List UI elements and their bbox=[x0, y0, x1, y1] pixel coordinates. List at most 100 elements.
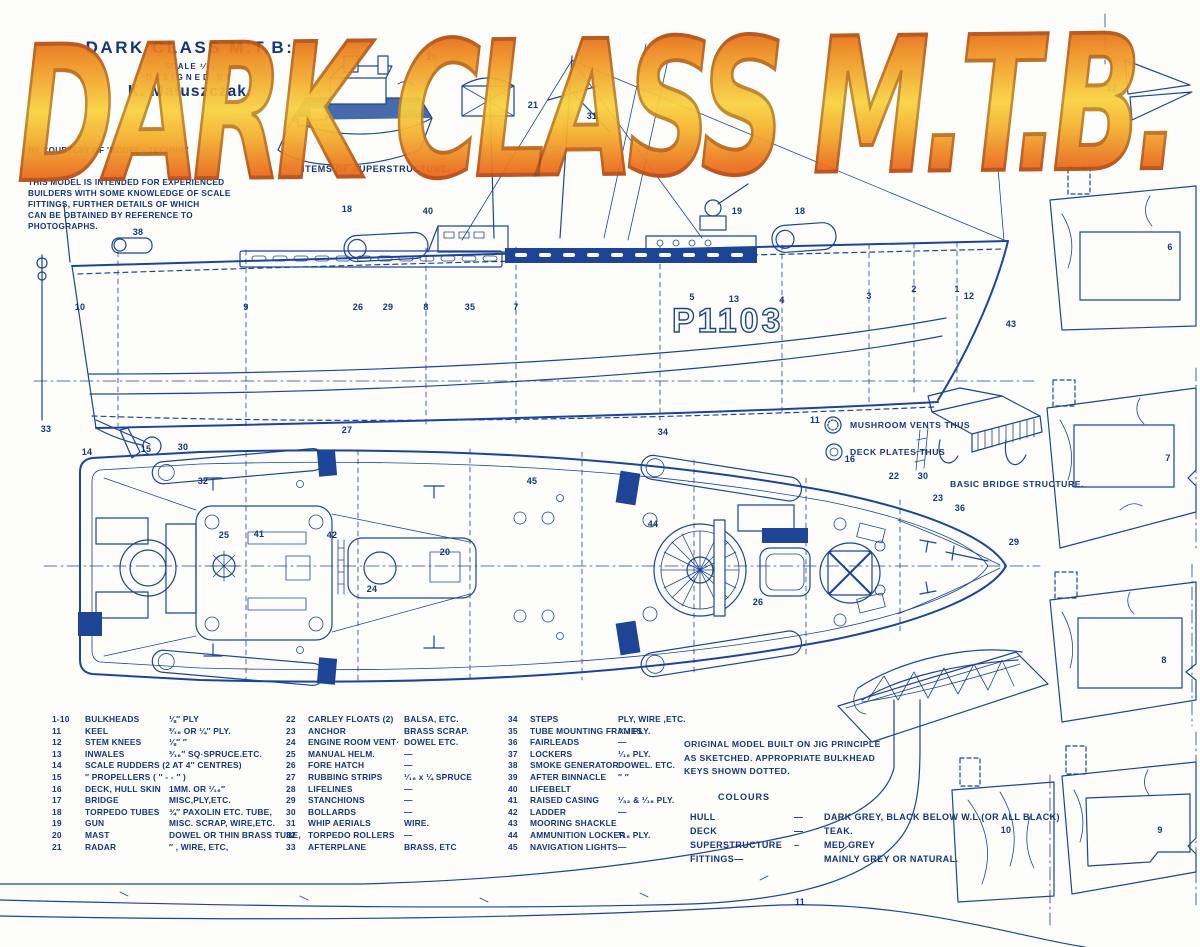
part-name: RAISED CASING bbox=[530, 795, 600, 806]
parts-row: 20 MAST DOWEL OR THIN BRASS TUBE, bbox=[52, 830, 301, 842]
parts-list-col1: 1-10 BULKHEADS ⅛″ PLY 11 KEEL ³⁄₁₆ OR ¼″… bbox=[52, 714, 301, 853]
parts-row: 36 FAIRLEADS — bbox=[508, 737, 698, 749]
parts-row: 33 AFTERPLANE BRASS, ETC bbox=[286, 842, 504, 854]
part-number: 24 bbox=[286, 737, 296, 748]
part-material: ¹⁄₁₆ PLY. bbox=[618, 748, 651, 759]
part-number: 18 bbox=[52, 806, 62, 817]
part-material: MISC,PLY,ETC. bbox=[169, 795, 231, 806]
part-number: 12 bbox=[52, 737, 62, 748]
deck-plates-label: DECK PLATES THUS bbox=[850, 447, 946, 457]
part-material bbox=[169, 760, 287, 772]
part-name: RUBBING STRIPS bbox=[308, 771, 383, 782]
colours-heading: COLOURS bbox=[718, 792, 770, 802]
part-number: 15 bbox=[52, 771, 62, 782]
part-name: BOLLARDS bbox=[308, 806, 357, 817]
parts-row: 24 ENGINE ROOM VENT· DOWEL ETC. bbox=[286, 737, 504, 749]
part-name: DECK, HULL SKIN bbox=[85, 783, 161, 794]
parts-row: 37 LOCKERS ¹⁄₁₆ PLY. bbox=[508, 749, 698, 761]
part-number: 30 bbox=[286, 806, 296, 817]
text-line: PHOTOGRAPHS. bbox=[28, 222, 98, 231]
part-name: ″ PROPELLERS ( ″ - - ″ ) bbox=[85, 771, 187, 782]
parts-list-col2: 22 CARLEY FLOATS (2) BALSA, ETC. 23 ANCH… bbox=[286, 714, 504, 853]
colour-value: MAINLY GREY OR NATURAL. bbox=[824, 854, 959, 864]
bridge-structure-sketch bbox=[914, 387, 1043, 471]
part-name: LOCKERS bbox=[530, 748, 573, 759]
part-material: — bbox=[618, 806, 627, 817]
parts-row: 34 STEPS PLY, WIRE ,ETC. bbox=[508, 714, 698, 726]
part-name: SCALE RUDDERS (2 AT 4″ CENTRES) bbox=[85, 760, 242, 771]
part-number: 42 bbox=[508, 806, 518, 817]
part-number: 38 bbox=[508, 760, 518, 771]
parts-row: 45 NAVIGATION LIGHTS — bbox=[508, 842, 698, 854]
bridge-structure-label: BASIC BRIDGE STRUCTURE. bbox=[950, 479, 1085, 489]
plan-view bbox=[43, 448, 1041, 686]
parts-row: 31 WHIP AERIALS WIRE. bbox=[286, 818, 504, 830]
keel-template bbox=[0, 699, 1086, 947]
part-number: 34 bbox=[508, 714, 518, 724]
parts-row: 13 INWALES ³⁄₁₆″ SQ·SPRUCE.ETC. bbox=[52, 749, 287, 761]
part-number: 17 bbox=[52, 795, 62, 806]
part-number: 21 bbox=[52, 841, 62, 852]
part-material: — bbox=[404, 748, 413, 759]
text-line: THIS MODEL IS INTENDED FOR EXPERIENCED bbox=[28, 178, 225, 187]
part-material: — bbox=[404, 783, 413, 794]
part-name: MANUAL HELM. bbox=[308, 748, 375, 759]
parts-row: 29 STANCHIONS — bbox=[286, 795, 504, 807]
part-material: — bbox=[404, 806, 413, 817]
part-number: 35 bbox=[508, 725, 518, 736]
colours-block: COLOURS HULL — DARK GREY, BLACK BELOW W.… bbox=[690, 792, 1060, 866]
part-material: ¹⁄₁₆ PLY. bbox=[618, 725, 651, 736]
parts-row: 44 AMMUNITION LOCKER ¹⁄₁₆ PLY. bbox=[508, 830, 698, 842]
parts-row: 23 ANCHOR BRASS SCRAP. bbox=[286, 726, 504, 738]
part-name: TORPEDO TUBES bbox=[85, 806, 160, 817]
part-name: TORPEDO ROLLERS bbox=[308, 829, 395, 840]
text-line: CAN BE OBTAINED BY REFERENCE TO bbox=[28, 211, 193, 220]
parts-list-col3: 34 STEPS PLY, WIRE ,ETC. 35 TUBE MOUNTIN… bbox=[508, 714, 698, 853]
part-name: INWALES bbox=[85, 748, 125, 759]
designed-by-label: DESIGNED BY bbox=[145, 73, 235, 82]
colour-row: HULL — DARK GREY, BLACK BELOW W.L.(OR AL… bbox=[690, 810, 1060, 824]
part-number: 33 bbox=[286, 841, 296, 852]
part-material: ¹⁄₃₂ & ¹⁄₁₆ PLY. bbox=[618, 795, 675, 806]
part-name: TUBE MOUNTING FRAMES bbox=[530, 725, 643, 736]
part-name: AFTER BINNACLE bbox=[530, 771, 607, 782]
part-number: 22 bbox=[286, 714, 296, 724]
colour-dash: — bbox=[794, 826, 804, 836]
part-number: 36 bbox=[508, 737, 518, 748]
part-name: AFTERPLANE bbox=[308, 841, 367, 852]
perspective-sketch bbox=[277, 55, 433, 166]
colour-row: FITTINGS— MAINLY GREY OR NATURAL. bbox=[690, 852, 1060, 866]
part-number: 43 bbox=[508, 818, 518, 829]
part-material: ⅛″ ″ bbox=[169, 737, 188, 748]
parts-row: 11 KEEL ³⁄₁₆ OR ¼″ PLY. bbox=[52, 726, 287, 738]
part-material: ″ , WIRE, ETC, bbox=[169, 841, 229, 852]
mushroom-vent-icon bbox=[824, 416, 842, 434]
part-name: KEEL bbox=[85, 725, 109, 736]
part-name: LIFEBELT bbox=[530, 783, 571, 794]
parts-row: 26 FORE HATCH — bbox=[286, 760, 504, 772]
parts-row: 17 BRIDGE MISC,PLY,ETC. bbox=[52, 795, 287, 807]
part-name: ANCHOR bbox=[308, 725, 346, 736]
parts-row: 15 ″ PROPELLERS ( ″ - - ″ ) bbox=[52, 772, 287, 784]
part-number: 26 bbox=[286, 760, 296, 771]
parts-row: 22 CARLEY FLOATS (2) BALSA, ETC. bbox=[286, 714, 504, 726]
colours-rows: HULL — DARK GREY, BLACK BELOW W.L.(OR AL… bbox=[690, 810, 1060, 866]
colour-dash: — bbox=[794, 812, 804, 822]
part-name: SMOKE GENERATOR bbox=[530, 760, 619, 771]
parts-row: 30 BOLLARDS — bbox=[286, 807, 504, 819]
part-name: MOORING SHACKLE bbox=[530, 818, 617, 829]
text-line: FITTINGS, FURTHER DETAILS OF WHICH bbox=[28, 200, 200, 209]
parts-row: 43 MOORING SHACKLE bbox=[508, 818, 698, 830]
part-number: 40 bbox=[508, 783, 518, 794]
text-line: AS SKETCHED. APPROPRIATE BULKHEAD bbox=[684, 752, 876, 763]
parts-row: 39 AFTER BINNACLE ″ ″ bbox=[508, 772, 698, 784]
colour-item: SUPERSTRUCTURE bbox=[690, 840, 783, 850]
deck-plate-icon bbox=[825, 443, 843, 461]
part-material: ″ ″ bbox=[618, 771, 629, 782]
profile-view: P1103 bbox=[33, 43, 1035, 459]
